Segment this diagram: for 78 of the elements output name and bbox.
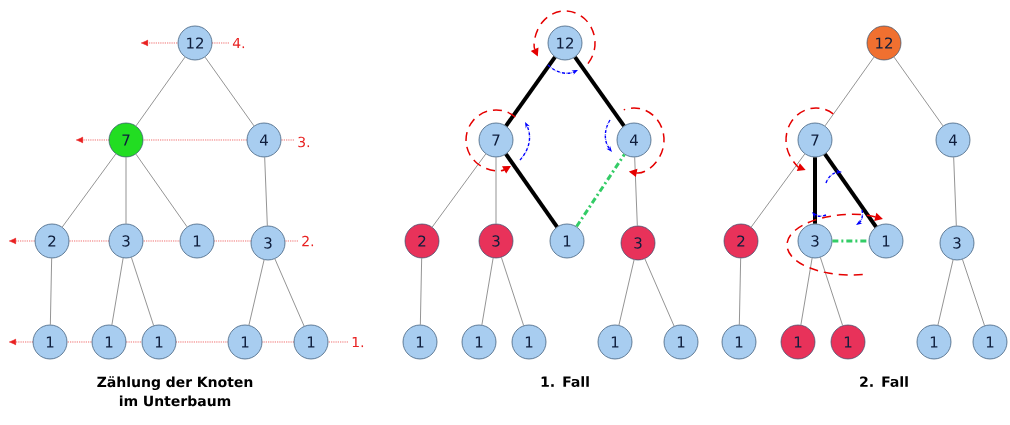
- tree-node: 1: [179, 223, 215, 259]
- tree-edge: [832, 239, 869, 243]
- tree-edge: [823, 153, 878, 228]
- tree-edge: [61, 153, 117, 228]
- tree-node: 1: [227, 324, 263, 360]
- tree-node: 1: [511, 324, 547, 360]
- tree-edge: [618, 259, 635, 326]
- tree-edge: [131, 257, 154, 326]
- tree-edge: [495, 157, 497, 224]
- level-label: 1.: [352, 336, 364, 348]
- tree-edge: [739, 257, 741, 325]
- tree-node: 1: [597, 324, 633, 360]
- level-label: 4.: [232, 37, 245, 49]
- tree-edge: [573, 55, 626, 127]
- tree-node: 3: [478, 223, 514, 259]
- tree-node: 12: [547, 25, 583, 61]
- tree-edge: [501, 257, 524, 326]
- tree-edge: [504, 153, 559, 228]
- tree-edge: [481, 257, 494, 326]
- tree-edge: [111, 257, 124, 326]
- level-label: 3.: [298, 136, 310, 148]
- tree-node: 12: [177, 25, 213, 61]
- tree-node: 2: [404, 223, 440, 259]
- tree-edge: [634, 157, 638, 226]
- tree-node: 2: [723, 223, 759, 259]
- tree-node: 1: [293, 324, 329, 360]
- tree-node: 1: [916, 324, 952, 360]
- tree-node: 1: [972, 324, 1008, 360]
- tree-edge: [50, 257, 52, 325]
- tree-node: 7: [108, 122, 144, 158]
- tree-edge: [953, 157, 957, 226]
- tree-node: 4: [246, 122, 282, 158]
- tree-node: 1: [868, 223, 904, 259]
- tree-edge: [431, 153, 487, 228]
- tree-edge: [937, 259, 954, 326]
- tree-node: 4: [935, 122, 971, 158]
- tree-edge: [800, 257, 813, 326]
- tree-edge: [204, 56, 255, 127]
- tree-edge: [575, 153, 626, 228]
- tree-node: 7: [797, 122, 833, 158]
- tree-node: 7: [478, 122, 514, 158]
- tree-edge: [962, 259, 985, 326]
- tree-edge: [504, 55, 557, 127]
- tree-edge: [824, 56, 875, 127]
- caption: 1. Fall: [541, 376, 589, 388]
- tree-node: 1: [91, 324, 127, 360]
- tree-node: 1: [32, 324, 68, 360]
- tree-node: 1: [663, 324, 699, 360]
- tree-edge: [248, 259, 265, 326]
- tree-edge: [135, 153, 188, 228]
- tree-node: 4: [616, 122, 652, 158]
- tree-node: 1: [141, 324, 177, 360]
- tree-edge: [420, 257, 422, 325]
- tree-node: 3: [797, 223, 833, 259]
- tree-edge: [893, 56, 944, 127]
- tree-node: 3: [108, 223, 144, 259]
- tree-edge: [820, 257, 843, 326]
- tree-node: 1: [780, 324, 816, 360]
- tree-edge: [264, 157, 268, 226]
- tree-edge: [125, 157, 127, 224]
- tree-node: 1: [721, 324, 757, 360]
- tree-node: 1: [461, 324, 497, 360]
- tree-node: 3: [939, 225, 975, 261]
- tree-node: 3: [620, 225, 656, 261]
- tree-edge: [813, 157, 817, 224]
- tree-edge: [644, 258, 675, 327]
- tree-node: 1: [549, 223, 585, 259]
- tree-node: 1: [402, 324, 438, 360]
- tree-node: 1: [830, 324, 866, 360]
- tree-edge: [274, 258, 305, 327]
- tree-edge: [750, 153, 806, 228]
- tree-node: 12: [866, 25, 902, 61]
- tree-edge: [135, 56, 186, 127]
- caption: 2. Fall: [860, 376, 908, 388]
- tree-node: 3: [250, 225, 286, 261]
- caption: Zählung der Knoten im Unterbaum: [97, 376, 253, 407]
- level-label: 2.: [302, 235, 314, 247]
- tree-node: 2: [34, 223, 70, 259]
